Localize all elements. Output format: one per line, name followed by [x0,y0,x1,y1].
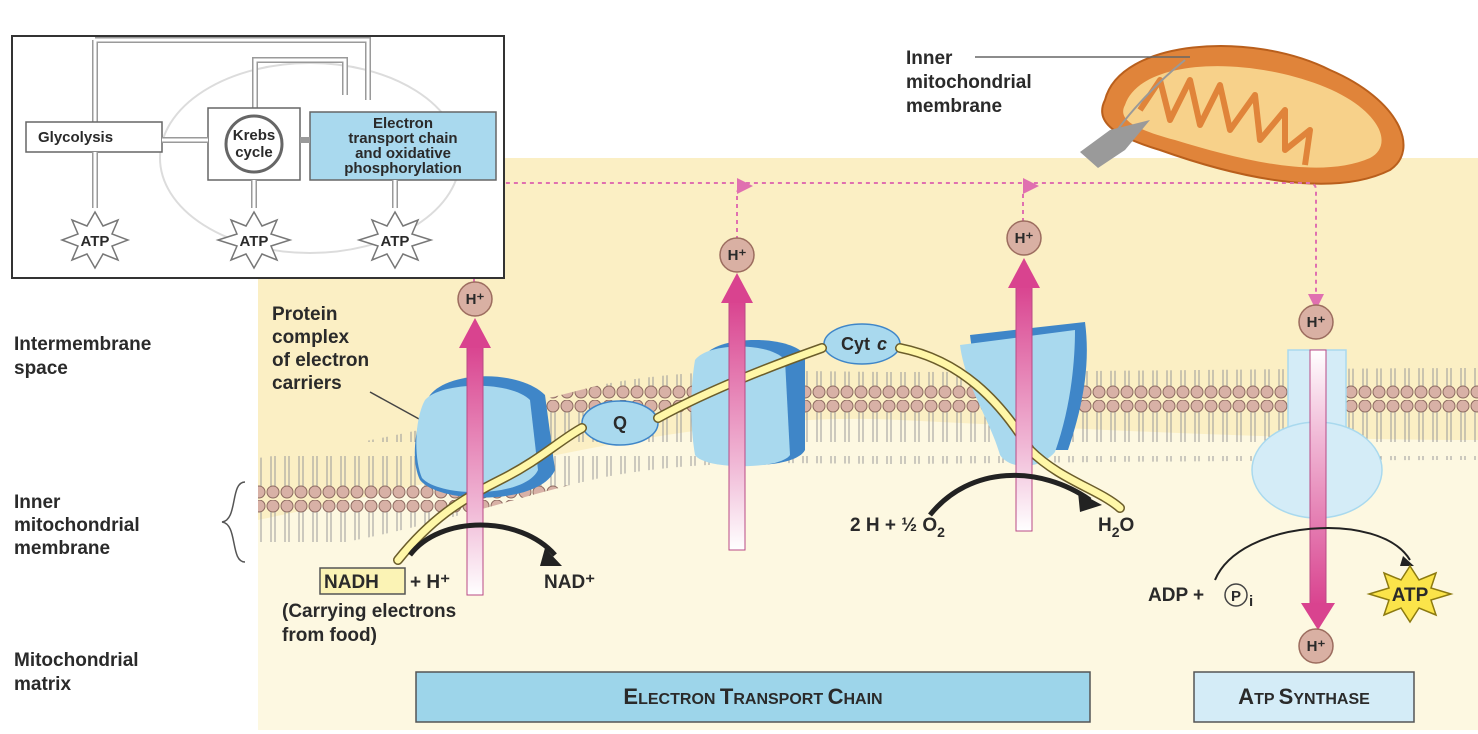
mitochondrion-illustration [975,45,1405,185]
mito-label-3: membrane [906,96,1002,117]
inset-etc-4: phosphorylation [344,160,462,177]
mito-label-2: mitochondrial [906,72,1032,93]
svg-text:H⁺: H⁺ [1015,230,1034,247]
protein-complex-label-3: of electron [272,350,369,371]
inset-etc-1: Electron [373,115,433,132]
inset-atp-3: ATP [381,233,410,250]
pi-circle [1224,583,1248,607]
inset-atp-burst-3 [356,210,434,270]
inset-atp-2: ATP [240,233,269,250]
protein-complex-label-4: carriers [272,373,342,394]
svg-text:H⁺: H⁺ [1307,314,1326,331]
nadh-box [319,567,406,595]
nadh-note-1: (Carrying electrons [282,601,456,622]
inset-krebs-2: cycle [235,144,273,161]
protein-complex-label-2: complex [272,327,350,348]
synthase-banner-label: ATP SYNTHASE [1238,684,1370,709]
hplus-ion-2: H⁺ [719,237,755,273]
cytc-label: Cyt [841,334,870,354]
inset-atp-1: ATP [81,233,110,250]
label-inner-membrane-3: membrane [14,538,110,559]
atp-synthase [1251,349,1383,630]
mito-label-1: Inner [906,48,953,69]
inset-atp-burst-1 [59,210,131,270]
svg-text:H⁺: H⁺ [466,291,485,308]
etc-banner-label: ELECTRON TRANSPORT CHAIN [623,684,882,709]
nad-product: NAD⁺ [544,572,595,593]
nadh-label: NADH [324,572,379,593]
atp-burst [1366,564,1454,624]
water-product: H2O [1098,515,1134,540]
svg-text:H⁺: H⁺ [1307,638,1326,655]
inset-etc-2: transport chain [348,130,457,147]
atp-reaction-arrow [1214,527,1411,581]
proton-pump-arrow-3 [721,273,753,551]
label-intermembrane-2: space [14,358,68,379]
label-matrix-1: Mitochondrial [14,650,139,671]
pi-sub: i [1249,593,1253,610]
nadh-reaction-arrow [408,522,557,557]
membrane-brace [221,481,246,563]
inset-atp-burst-2 [215,210,293,270]
membrane-bilayer [258,368,1478,555]
cytc-label-italic: c [877,334,887,354]
etc-banner [415,671,1091,723]
label-matrix-2: matrix [14,674,71,695]
ubiquinone-q [581,400,659,446]
nadh-note-2: from food) [282,625,377,646]
hplus-ion-4: H⁺ [1298,304,1334,340]
hplus-ion-3: H⁺ [1006,220,1042,256]
adp-label: ADP + [1148,585,1204,606]
atp-product: ATP [1392,585,1429,606]
label-intermembrane-1: Intermembrane [14,334,151,355]
label-inner-membrane-2: mitochondrial [14,515,140,536]
inset-etc-3: and oxidative [355,145,451,162]
matrix-region [258,418,1478,730]
hplus-ion-1: H⁺ [457,281,493,317]
pi-label: P [1231,588,1241,605]
protein-complex-1 [414,376,555,498]
proton-pathway [473,182,1324,310]
water-reactant: 2 H + ½ O2 [850,515,945,540]
water-reaction-arrow [928,472,1092,517]
inset-krebs-1: Krebs [233,127,276,144]
hplus-ion-5: H⁺ [1298,628,1334,664]
synthase-banner [1193,671,1415,723]
protein-complex-label-1: Protein [272,304,337,325]
inset-glycolysis: Glycolysis [38,129,113,146]
nadh-plus-h: + H⁺ [410,572,450,593]
q-label: Q [613,413,627,433]
proton-pump-arrow-1 [459,318,491,596]
proton-pump-arrow-4 [1008,258,1040,532]
svg-text:H⁺: H⁺ [728,247,747,264]
label-inner-membrane-1: Inner [14,492,61,513]
